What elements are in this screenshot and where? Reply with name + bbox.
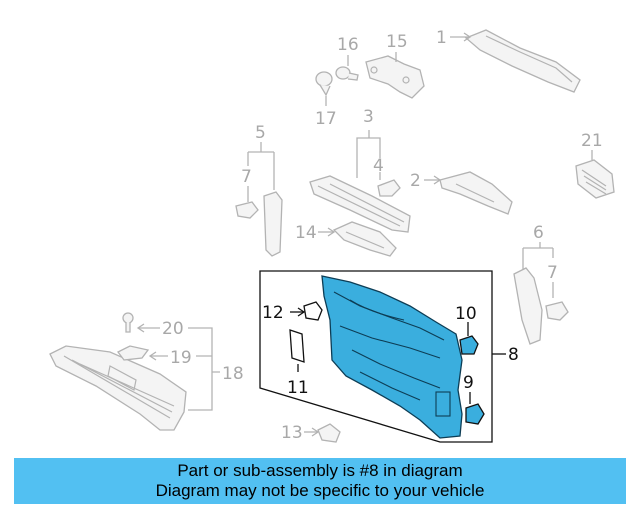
part-17-clip: [315, 71, 333, 97]
callout-3: 3: [363, 107, 374, 127]
callout-4: 4: [373, 156, 384, 176]
part-8-tailgate-trim-panel: [321, 275, 463, 439]
leader-12-arrow: [297, 307, 306, 317]
callout-7a: 7: [241, 167, 252, 187]
part-14-handle: [332, 221, 397, 257]
leader-13-arrow: [311, 427, 320, 437]
part-10-clip: [459, 335, 479, 355]
detail-box-outline: [259, 270, 493, 443]
part-18-cargo-cover: [49, 345, 187, 431]
callout-18: 18: [222, 364, 244, 384]
part-5-pillar: [263, 191, 283, 257]
part-7b-clip: [545, 301, 569, 321]
part-19-pad: [117, 345, 150, 361]
part-21-vent: [575, 159, 615, 199]
part-20-bolt: [122, 312, 134, 333]
banner-line-2: Diagram may not be specific to your vehi…: [155, 481, 485, 500]
leader-1-arrow: [463, 32, 472, 42]
callout-14: 14: [295, 223, 317, 243]
part-1-trim-strip: [464, 29, 581, 93]
part-13-clip: [317, 423, 341, 443]
callout-5: 5: [255, 123, 266, 143]
bracket-6: [522, 247, 554, 272]
banner-line-1: Part or sub-assembly is #8 in diagram: [177, 461, 463, 480]
part-2-trim: [439, 171, 513, 215]
callout-1: 1: [436, 28, 447, 48]
callout-7b: 7: [547, 263, 558, 283]
callout-16: 16: [337, 35, 359, 55]
callout-17: 17: [315, 109, 337, 129]
callout-15: 15: [386, 32, 408, 52]
callout-19: 19: [170, 348, 192, 368]
callout-21: 21: [581, 131, 603, 151]
part-15-bracket: [365, 55, 425, 99]
callout-6: 6: [533, 223, 544, 243]
callout-10: 10: [455, 304, 477, 324]
callout-9: 9: [463, 373, 474, 393]
callout-13: 13: [281, 423, 303, 443]
notice-banner: Part or sub-assembly is #8 in diagram Di…: [14, 458, 626, 504]
part-6-pillar: [513, 267, 543, 345]
bracket-5: [247, 151, 275, 190]
part-12-clip: [303, 301, 323, 321]
part-7a-clip: [235, 201, 259, 219]
leader-20-arrow: [136, 323, 145, 333]
callout-8: 8: [508, 345, 519, 365]
part-16-clip: [335, 66, 359, 81]
part-9-clip: [465, 403, 485, 425]
leader-19-arrow: [148, 351, 157, 361]
callout-2: 2: [410, 171, 421, 191]
bracket-18: [188, 327, 220, 411]
callout-11: 11: [287, 378, 309, 398]
part-11-pad: [289, 329, 305, 363]
leader-14-arrow: [327, 227, 336, 237]
callout-12: 12: [262, 303, 284, 323]
bracket-3: [356, 137, 381, 148]
part-4-clip: [377, 179, 401, 197]
part-3-rail: [309, 175, 411, 233]
leader-2-arrow: [433, 175, 442, 185]
callout-20: 20: [162, 319, 184, 339]
